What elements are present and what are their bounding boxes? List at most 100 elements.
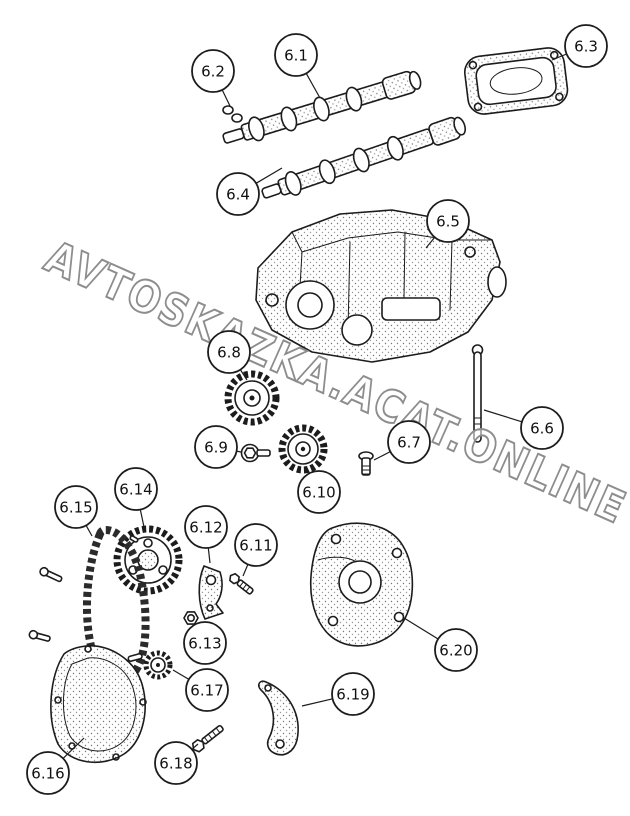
callout-6.1: 6.1 [274, 33, 321, 99]
callout-6.6: 6.6 [483, 406, 564, 450]
callout-label: 6.19 [336, 685, 369, 703]
callout-6.18: 6.18 [154, 741, 199, 785]
callout-balloon [184, 505, 228, 549]
timing-chain [82, 525, 150, 683]
callout-balloon [154, 741, 198, 785]
callout-leader-line [373, 451, 391, 461]
crankshaft-sprocket [113, 525, 183, 595]
oil-pump-cover [309, 522, 414, 647]
parts-artwork [28, 47, 569, 764]
callout-balloon [297, 470, 341, 514]
callout-balloon [207, 330, 251, 374]
camshaft-keys [222, 105, 243, 123]
callout-6.3: 6.3 [551, 24, 608, 68]
callout-label: 6.20 [439, 641, 472, 659]
callout-leader-line [305, 73, 321, 99]
cover-bolt-left-bottom [28, 629, 51, 642]
tensioner-bracket [198, 565, 224, 620]
sprocket-bolt [240, 443, 271, 463]
camshaft-upper [222, 70, 422, 144]
callout-balloon [194, 425, 238, 469]
callout-label: 6.18 [159, 754, 192, 772]
callout-label: 6.15 [59, 498, 92, 516]
callout-label: 6.10 [302, 483, 335, 501]
camshaft-sprocket-front [224, 370, 280, 426]
callout-balloon [26, 751, 70, 795]
callout-balloon [191, 49, 235, 93]
chain-guide [258, 680, 299, 756]
cover-bolt-left-top [39, 566, 63, 583]
callout-leader-line [425, 236, 436, 249]
callout-balloon [183, 621, 227, 665]
callout-6.11: 6.11 [234, 523, 278, 577]
callout-6.19: 6.19 [301, 672, 375, 716]
callout-balloon [520, 406, 564, 450]
woodruff-key [129, 535, 139, 543]
housing-assembly [255, 209, 507, 363]
callout-6.12: 6.12 [184, 505, 228, 564]
callout-leader-line [551, 53, 567, 61]
bracket-bolt [229, 572, 254, 595]
callout-label: 6.5 [436, 212, 460, 230]
chain-cover [50, 645, 147, 764]
callout-label: 6.17 [190, 681, 223, 699]
callout-balloon [185, 668, 229, 712]
callout-label: 6.11 [239, 536, 272, 554]
callout-balloon [426, 199, 470, 243]
callout-label: 6.7 [397, 433, 421, 451]
callout-label: 6.4 [226, 185, 250, 203]
callout-label: 6.12 [189, 518, 222, 536]
callout-leader-line [403, 617, 439, 640]
callout-leader-line [191, 743, 199, 750]
callout-leader-line [306, 467, 311, 474]
callout-balloon [234, 523, 278, 567]
callout-leader-line [62, 737, 85, 759]
callout-balloon [331, 672, 375, 716]
callout-label: 6.1 [284, 46, 308, 64]
callout-leader-line [301, 698, 333, 707]
stud-bolt [471, 344, 484, 443]
callout-6.14: 6.14 [114, 467, 158, 528]
callout-balloon [387, 420, 431, 464]
callout-6.20: 6.20 [403, 617, 478, 672]
callout-leader-line [207, 547, 211, 564]
callout-label: 6.6 [530, 419, 554, 437]
callout-label: 6.8 [217, 343, 241, 361]
callout-balloon [564, 24, 608, 68]
callouts-layer: 6.1 6.2 6.3 6.4 6.5 6.6 6.7 6.8 6.9 6.10 6.11 6.12 6… [26, 24, 608, 795]
callout-label: 6.13 [188, 634, 221, 652]
callout-leader-line [85, 525, 93, 537]
callout-6.7: 6.7 [373, 420, 431, 464]
callout-label: 6.16 [31, 764, 64, 782]
guide-bolt [191, 724, 224, 753]
housing-bolt [358, 451, 374, 476]
callout-leader-line [255, 167, 283, 184]
bracket-nut [183, 611, 199, 625]
callout-6.8: 6.8 [207, 330, 251, 381]
callout-6.4: 6.4 [216, 167, 283, 216]
callout-6.9: 6.9 [194, 425, 242, 469]
callout-leader-line [483, 409, 523, 423]
callout-leader-line [221, 89, 231, 107]
callout-6.13: 6.13 [183, 621, 227, 665]
callout-6.15: 6.15 [54, 485, 98, 537]
callout-label: 6.3 [574, 37, 598, 55]
callout-leader-line [172, 669, 190, 680]
callout-balloon [54, 485, 98, 529]
callout-label: 6.9 [204, 438, 228, 456]
callout-label: 6.2 [201, 62, 225, 80]
callout-6.17: 6.17 [172, 668, 229, 712]
camshaft-lower [261, 116, 467, 199]
callout-6.10: 6.10 [297, 467, 341, 514]
callout-label: 6.14 [119, 480, 152, 498]
callout-leader-line [139, 509, 145, 528]
callout-balloon [114, 467, 158, 511]
camshaft-sprocket-rear [278, 424, 328, 474]
idler-sprocket [127, 650, 173, 680]
callout-leader-line [242, 564, 249, 577]
callout-6.16: 6.16 [26, 737, 85, 795]
callout-balloon [274, 33, 318, 77]
callout-6.5: 6.5 [425, 199, 470, 249]
callout-balloon [434, 628, 478, 672]
